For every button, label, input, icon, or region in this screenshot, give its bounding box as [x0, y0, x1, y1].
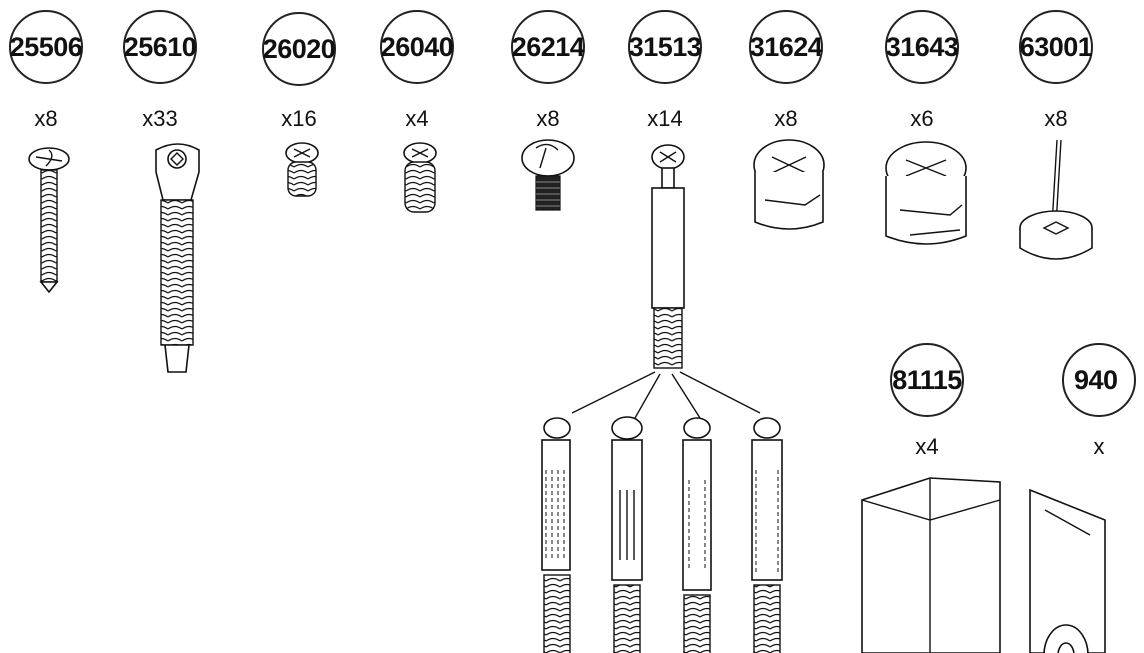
screw-25506-drawing [28, 147, 70, 294]
part-qty-26040: x4 [405, 106, 429, 131]
part-code: 31513 [628, 31, 702, 62]
dowel-variant-2 [611, 416, 643, 653]
dowel-variant-4 [751, 417, 783, 653]
hardware-parts-sheet: 25506 x8 25610 x33 26020 x16 26040 x4 26… [9, 10, 1136, 653]
part-qty-25506: x8 [34, 106, 58, 131]
part-badge-26040: 26040 [380, 10, 454, 84]
part-badge-25506: 25506 [9, 10, 83, 84]
part-qty-81115: x4 [915, 434, 939, 459]
part-qty-25610: x33 [142, 106, 178, 131]
part-code: 26040 [380, 31, 454, 62]
cam-lock-31643-drawing [885, 141, 967, 245]
dowel-variant-3 [682, 417, 712, 653]
part-qty-26214: x8 [536, 106, 560, 131]
part-qty-31643: x6 [910, 106, 934, 131]
part-code: 940 [1074, 364, 1118, 395]
insert-26020-drawing [285, 142, 319, 197]
part-code: 31624 [749, 31, 823, 62]
bolt-25610-drawing [155, 143, 200, 373]
parts-illustrations [28, 139, 1106, 653]
part-qty-26020: x16 [281, 106, 317, 131]
part-qty-940: x [1093, 434, 1105, 459]
part-code: 26020 [262, 33, 336, 64]
part-code: 25610 [123, 31, 197, 62]
part-code: 63001 [1019, 31, 1093, 62]
dowel-variant-1 [541, 417, 571, 653]
part-qty-31624: x8 [774, 106, 798, 131]
bracket-81115-drawing [861, 477, 1001, 653]
part-code: 81115 [892, 364, 962, 395]
part-code: 26214 [511, 31, 585, 62]
part-code: 25506 [9, 31, 83, 62]
plate-940-drawing [1029, 488, 1106, 653]
part-badge-940: 940 [1062, 343, 1136, 417]
part-badge-31643: 31643 [885, 10, 959, 84]
cam-lock-31624-drawing [753, 139, 825, 230]
insert-26040-drawing [403, 142, 437, 213]
part-badge-31513: 31513 [628, 10, 702, 84]
nail-glide-63001-drawing [1019, 139, 1093, 260]
part-qty-31513: x14 [647, 106, 683, 131]
part-badge-25610: 25610 [123, 10, 197, 84]
part-qty-63001: x8 [1044, 106, 1068, 131]
part-badge-63001: 63001 [1019, 10, 1093, 84]
screw-26214-drawing [521, 139, 575, 211]
part-badge-26020: 26020 [262, 12, 336, 86]
part-code: 31643 [885, 31, 959, 62]
dowel-31513-drawing [651, 144, 685, 369]
part-badge-81115: 81115 [890, 343, 964, 417]
variant-arrows [571, 371, 761, 419]
part-badge-31624: 31624 [749, 10, 823, 84]
part-badge-26214: 26214 [511, 10, 585, 84]
